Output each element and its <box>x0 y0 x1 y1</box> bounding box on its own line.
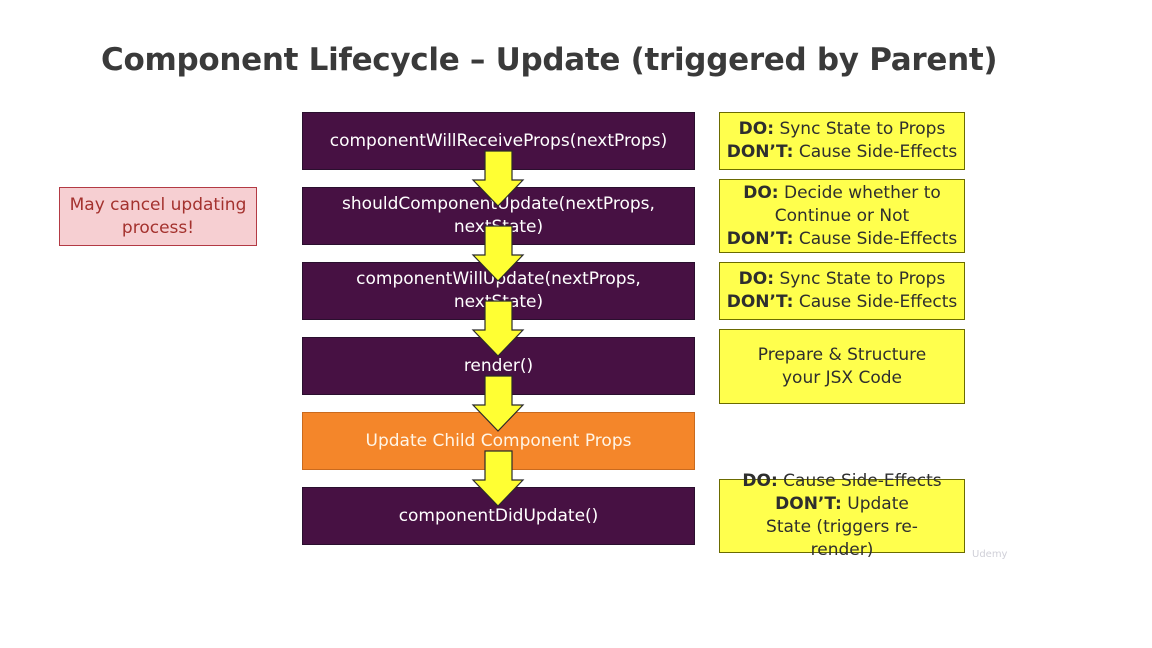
step-update-child-props: Update Child Component Props <box>302 412 695 470</box>
note-render: Prepare & Structure your JSX Code <box>719 329 965 404</box>
dont-label: DON’T: <box>726 292 794 312</box>
do-label: DO: <box>738 119 775 139</box>
do-label: DO: <box>742 471 778 491</box>
page-title: Component Lifecycle – Update (triggered … <box>101 42 998 78</box>
step-component-will-update: componentWillUpdate(nextProps, nextState… <box>302 262 695 320</box>
do-text: Cause Side-Effects <box>783 471 942 491</box>
do-text: Decide whether to Continue or Not <box>774 182 941 226</box>
do-label: DO: <box>743 182 779 203</box>
note-did-update: DO: Cause Side-Effects DON’T: Update Sta… <box>719 471 965 560</box>
step-render: render() <box>302 337 695 395</box>
dont-text: Cause Side-Effects <box>798 142 958 162</box>
step-component-will-receive-props: componentWillReceiveProps(nextProps) <box>302 112 695 170</box>
dont-label: DON’T: <box>726 142 794 162</box>
dont-text: Cause Side-Effects <box>798 228 958 249</box>
cancel-update-note: May cancel updating process! <box>59 187 257 246</box>
note-will-receive-props: DO: Sync State to Props DON’T: Cause Sid… <box>719 112 965 170</box>
do-text: Sync State to Props <box>779 269 946 289</box>
do-text: Sync State to Props <box>779 119 946 139</box>
step-should-component-update: shouldComponentUpdate(nextProps, nextSta… <box>302 187 695 245</box>
render-note-text: Prepare & Structure your JSX Code <box>757 344 927 388</box>
dont-text: Cause Side-Effects <box>798 292 958 312</box>
do-label: DO: <box>738 269 775 289</box>
dont-label: DON’T: <box>726 228 794 249</box>
note-should-update: DO: Decide whether to Continue or Not DO… <box>719 179 965 253</box>
dont-label: DON’T: <box>775 494 842 514</box>
note-will-update: DO: Sync State to Props DON’T: Cause Sid… <box>719 262 965 320</box>
step-component-did-update: componentDidUpdate() <box>302 487 695 545</box>
dont-text: Update State (triggers re-render) <box>766 494 918 560</box>
udemy-logo: Udemy <box>972 549 1008 560</box>
